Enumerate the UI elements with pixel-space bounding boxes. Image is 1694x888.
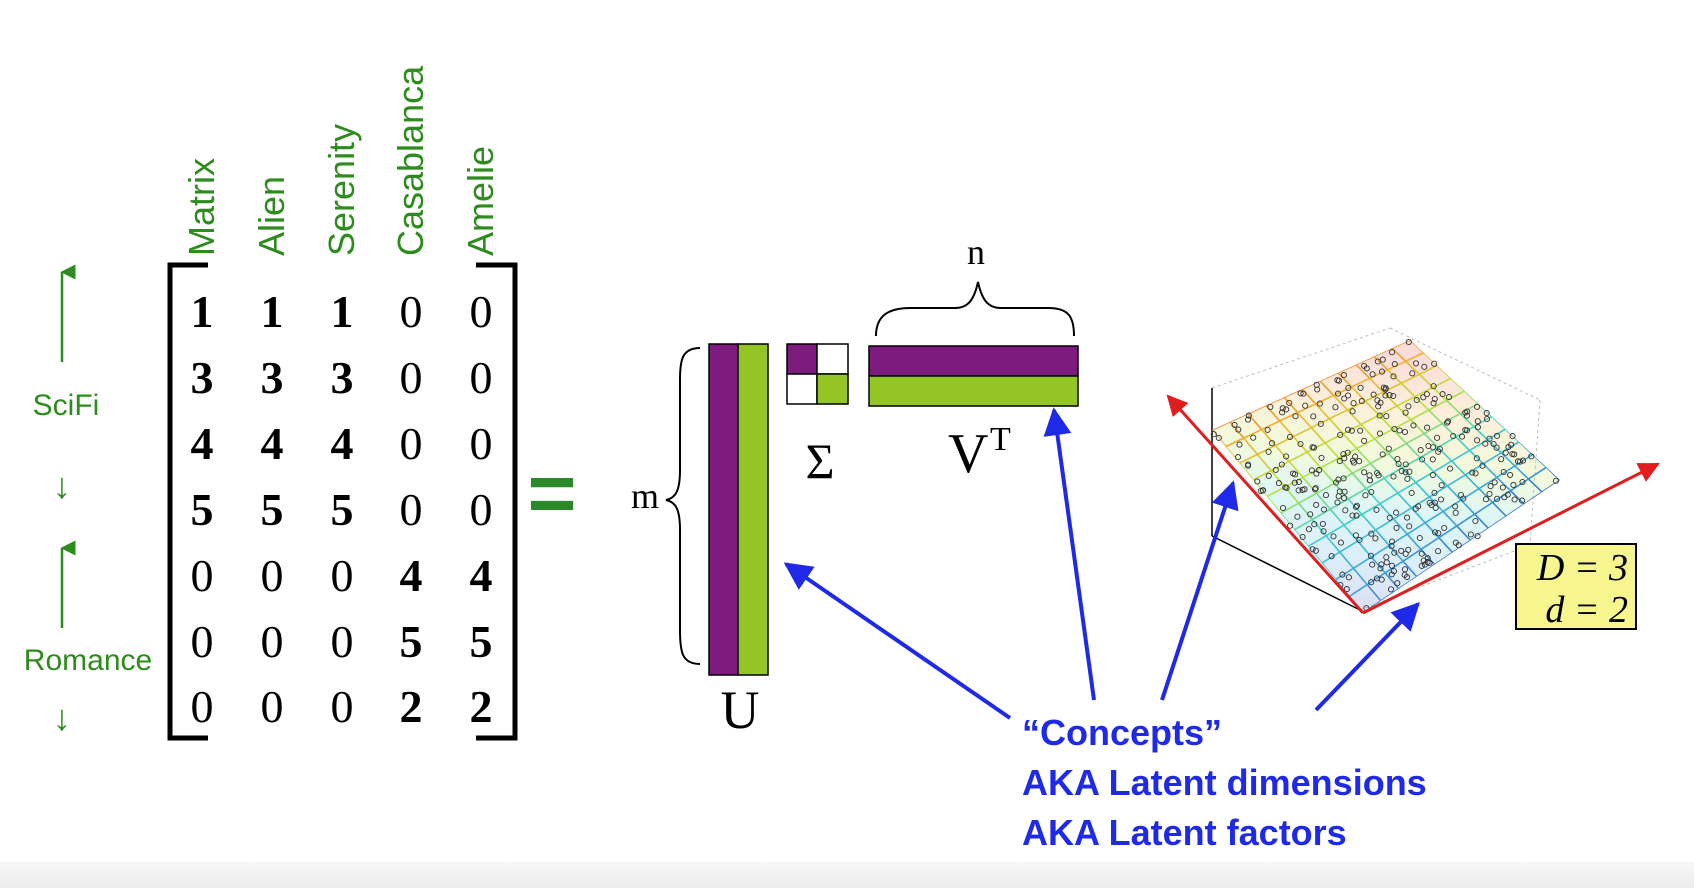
matrix-cell: 1: [261, 286, 284, 337]
movie-header-amelie: Amelie: [460, 146, 501, 256]
concept-arrow-axes: [1314, 601, 1420, 712]
matrix-cell: 3: [261, 352, 284, 403]
matrix-cell: 3: [331, 352, 354, 403]
matrix-cell: 5: [191, 484, 214, 535]
movie-header-matrix: Matrix: [181, 158, 222, 256]
matrix-cell: 0: [470, 352, 493, 403]
vt-label-sup: T: [990, 421, 1011, 458]
matrix-cell: 4: [191, 418, 214, 469]
vt-row-green: [868, 375, 1079, 407]
arrow-down-icon: ↓: [53, 465, 71, 506]
plot-axis: [1211, 535, 1361, 611]
matrix-cell: 0: [331, 616, 354, 667]
matrix-cell: 0: [261, 616, 284, 667]
concept-arrow-u: [783, 562, 1012, 720]
n-brace: [875, 281, 1075, 337]
matrix-cell: 0: [400, 286, 423, 337]
matrix-cell: 5: [331, 484, 354, 535]
sigma-cell: [816, 373, 849, 405]
concepts-caption: “Concepts” AKA Latent dimensions AKA Lat…: [1022, 712, 1427, 853]
concepts-title: “Concepts”: [1022, 712, 1222, 753]
matrix-cell: 0: [400, 352, 423, 403]
matrix-brackets: [167, 262, 518, 741]
u-matrix: [708, 343, 769, 676]
sigma-cell: [786, 343, 818, 375]
genre-label-romance: Romance: [24, 644, 152, 677]
genre-labels: SciFi ↓ Romance ↓: [24, 264, 152, 738]
matrix-cell: 1: [191, 286, 214, 337]
vt-row-purple: [868, 345, 1079, 377]
sigma-label: Σ: [805, 433, 834, 489]
matrix-cell: 5: [470, 616, 493, 667]
matrix-cell: 0: [331, 681, 354, 732]
m-brace: [665, 347, 701, 665]
matrix-cell: 0: [470, 484, 493, 535]
equals-sign: =: [527, 446, 576, 540]
matrix-cell: 4: [331, 418, 354, 469]
m-label: m: [631, 476, 659, 516]
movie-headers: Matrix Alien Serenity Casablanca Amelie: [181, 65, 501, 256]
right-bracket: [476, 262, 518, 741]
movie-header-serenity: Serenity: [321, 124, 362, 256]
matrix-cell: 0: [261, 550, 284, 601]
movie-header-alien: Alien: [251, 176, 292, 256]
vt-matrix: [868, 345, 1079, 407]
matrix-cell: 0: [331, 550, 354, 601]
matrix-cell: 5: [261, 484, 284, 535]
movie-header-casablanca: Casablanca: [390, 65, 431, 256]
u-column-green: [737, 343, 769, 676]
matrix-cell: 5: [400, 616, 423, 667]
bottom-band: [0, 862, 1694, 888]
sigma-cell: [786, 373, 818, 405]
n-label: n: [967, 232, 985, 272]
concept-arrow-vt: [1043, 407, 1096, 701]
concept-arrow-plane: [1160, 480, 1239, 701]
arrow-down-icon: ↓: [53, 697, 71, 738]
dimension-box-bg: [1515, 543, 1637, 630]
matrix-cell: 2: [470, 681, 493, 732]
u-column-purple: [708, 343, 739, 676]
matrix-cell: 0: [191, 550, 214, 601]
matrix-cell: 1: [331, 286, 354, 337]
dimension-big-d: D = 3: [1536, 547, 1628, 589]
red-axis-arrow: [1166, 394, 1365, 615]
vt-label-base: V: [948, 423, 988, 485]
sigma-cell: [816, 343, 849, 375]
matrix-cell: 0: [191, 616, 214, 667]
matrix-cell: 0: [191, 681, 214, 732]
genre-label-scifi: SciFi: [33, 389, 100, 422]
u-label: U: [721, 680, 760, 740]
vt-label: V: [948, 423, 988, 485]
matrix-cell: 0: [400, 418, 423, 469]
matrix-cell: 4: [470, 550, 493, 601]
data-points: [1210, 338, 1559, 612]
dimension-box: D = 3 d = 2: [1515, 543, 1637, 631]
matrix-cell: 0: [261, 681, 284, 732]
matrix-cell: 0: [400, 484, 423, 535]
matrix-cell: 4: [261, 418, 284, 469]
matrix-cell: 3: [191, 352, 214, 403]
concepts-aka-factors: AKA Latent factors: [1022, 812, 1347, 853]
dimension-small-d: d = 2: [1545, 589, 1628, 631]
left-bracket: [167, 262, 208, 741]
matrix-cell: 4: [400, 550, 423, 601]
matrix-cell: 0: [470, 418, 493, 469]
matrix-cell: 0: [470, 286, 493, 337]
matrix-cell: 2: [400, 681, 423, 732]
sigma-matrix: [786, 343, 849, 405]
concept-arrows: [783, 407, 1420, 720]
red-axis-arrow: [1362, 462, 1660, 615]
concepts-aka-dimensions: AKA Latent dimensions: [1022, 762, 1427, 803]
